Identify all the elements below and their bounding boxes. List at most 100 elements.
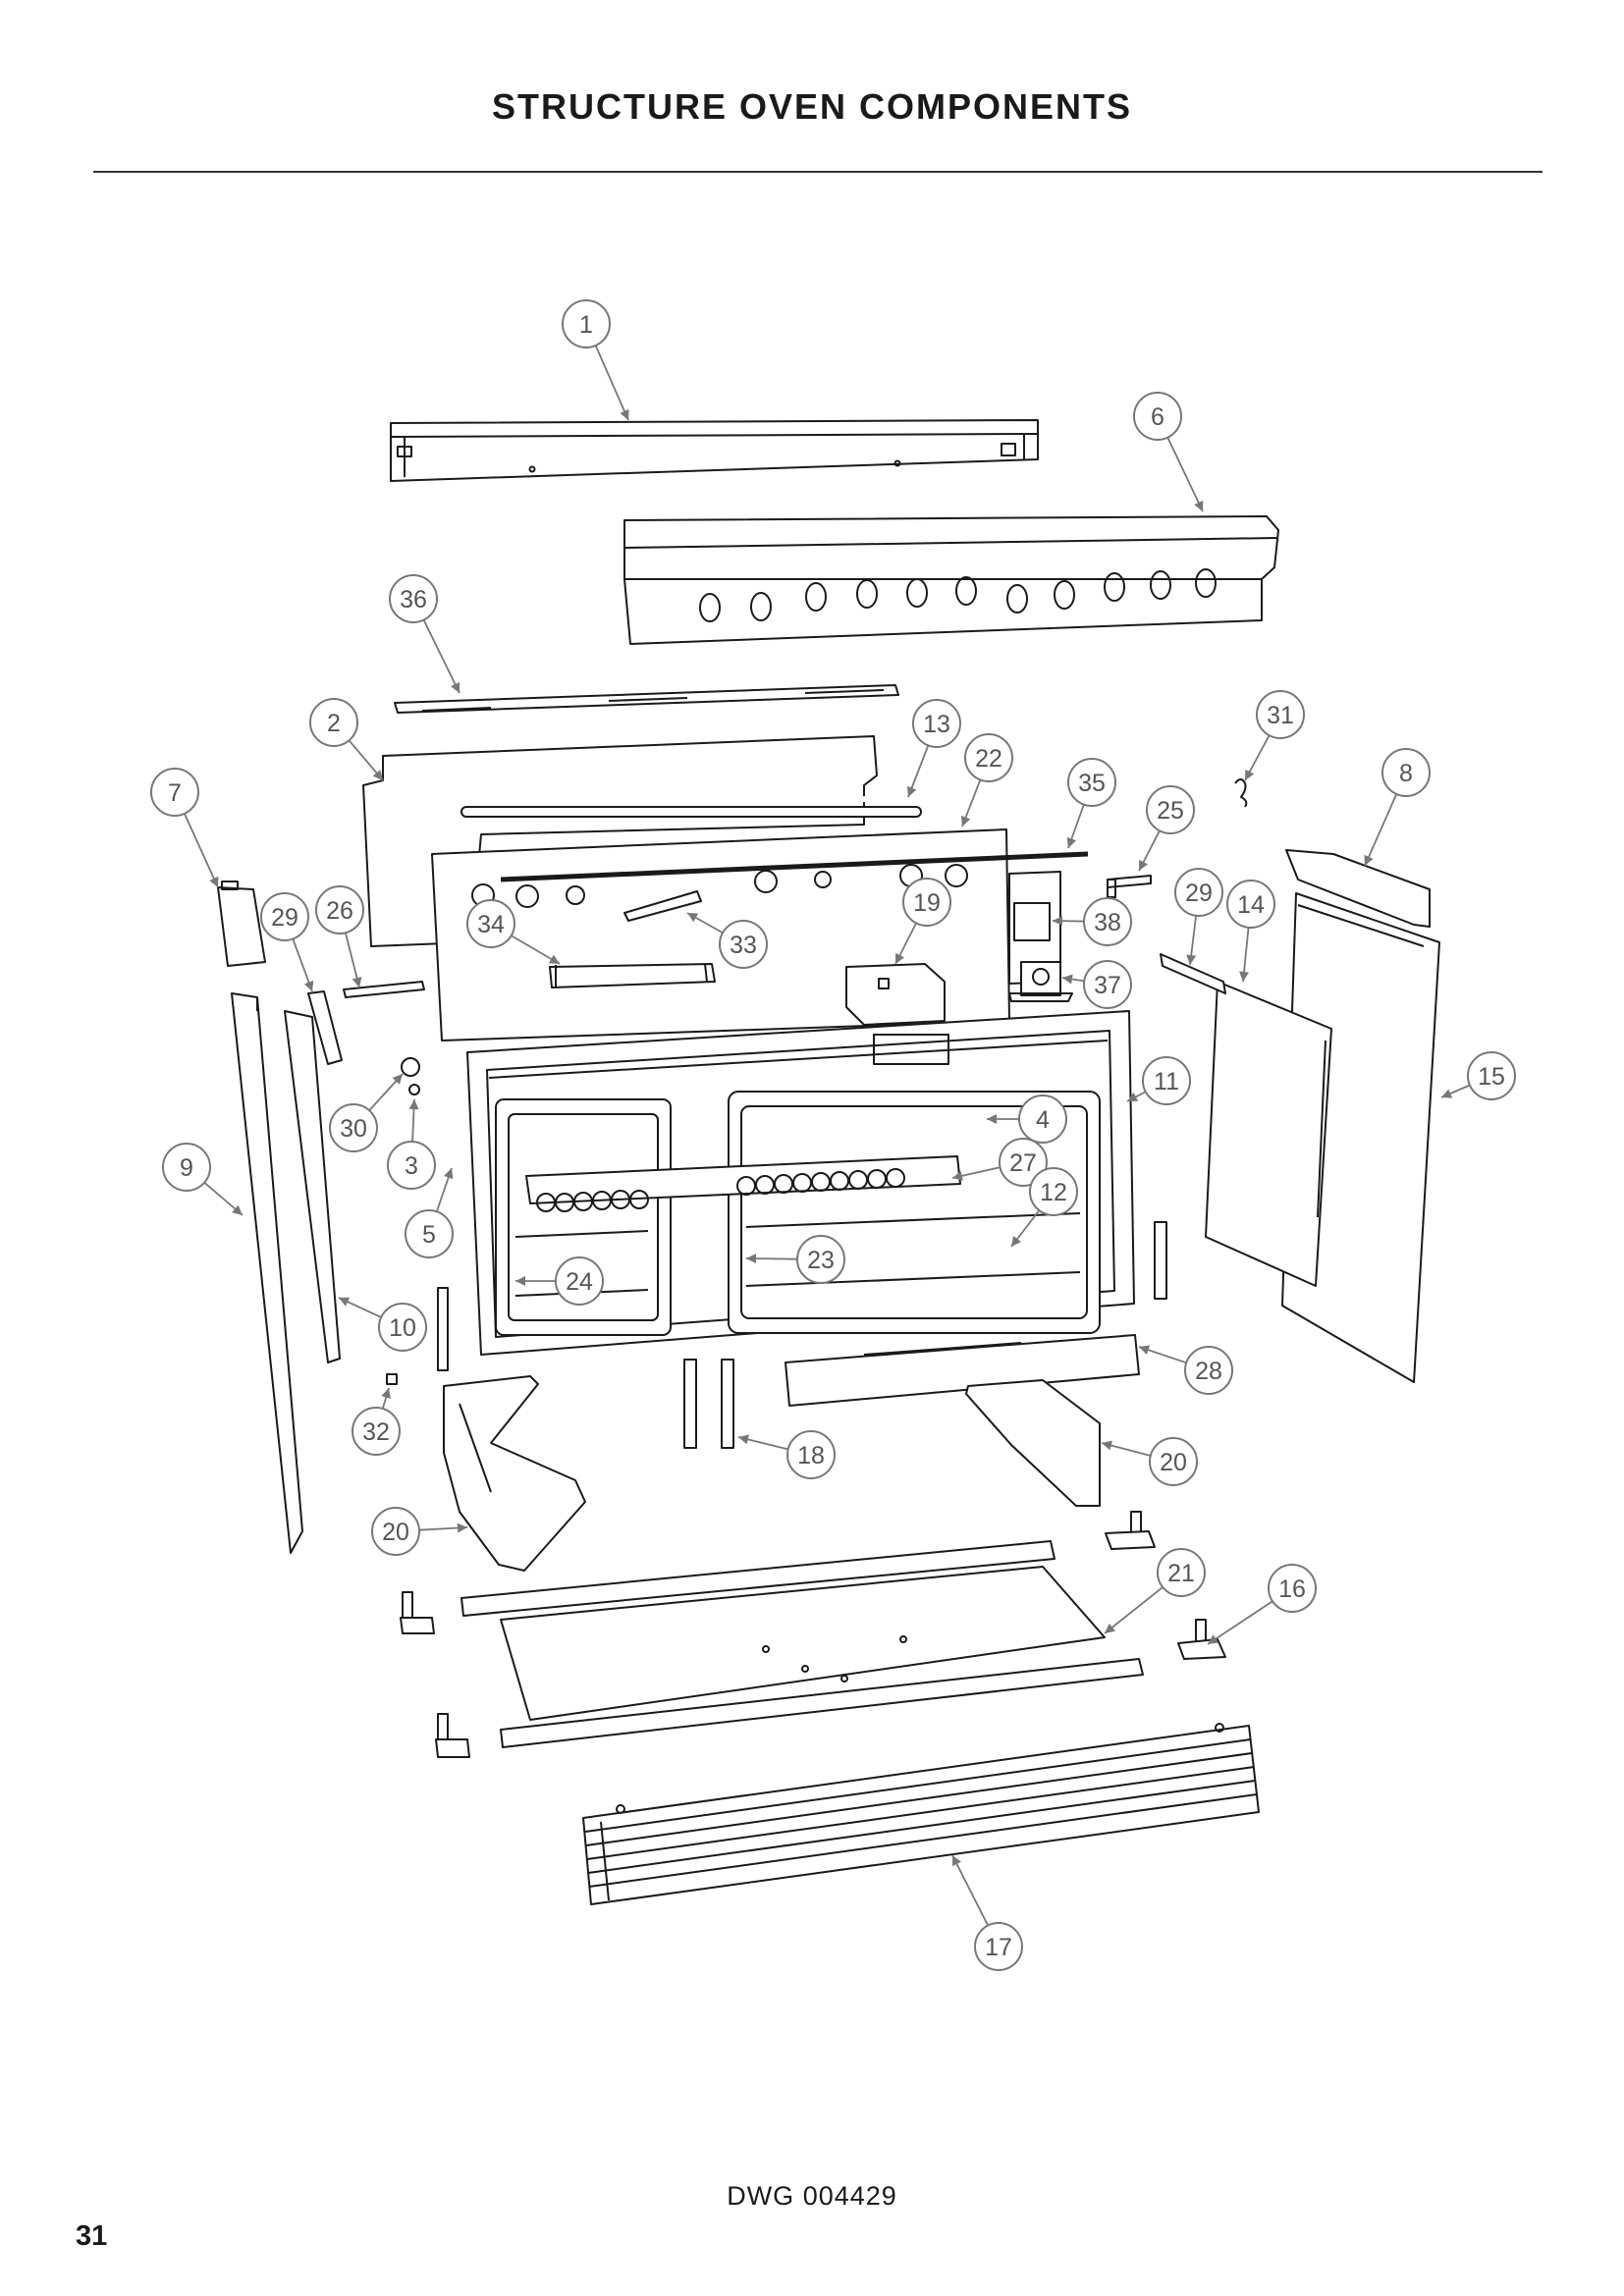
part-rear-panel (362, 735, 922, 947)
callout-label: 21 (1167, 1560, 1195, 1587)
callout-label: 11 (1154, 1068, 1179, 1095)
callout-arrowhead (232, 1204, 243, 1215)
callout-leader (422, 619, 460, 694)
part-rail-left (343, 981, 425, 998)
callout-circle (315, 885, 364, 934)
callout-label: 37 (1094, 972, 1121, 999)
callout-label: 17 (985, 1934, 1012, 1961)
callout-c9: 9 (162, 1143, 244, 1216)
callout-c24: 24 (515, 1256, 604, 1306)
part-base-plate (460, 1540, 1144, 1748)
callout-circle (1226, 880, 1275, 929)
part-kick-plate (785, 1334, 1140, 1407)
part-hinges (437, 1221, 1167, 1449)
callout-label: 3 (405, 1152, 418, 1180)
callout-label: 16 (1278, 1575, 1306, 1603)
callout-label: 22 (975, 745, 1002, 773)
callout-arrowhead (451, 681, 460, 693)
callout-c15: 15 (1440, 1051, 1516, 1100)
callout-label: 35 (1078, 770, 1106, 797)
callout-arrowhead (1245, 769, 1255, 780)
callout-arrowhead (895, 952, 904, 964)
part-leveling-feet (400, 1511, 1226, 1758)
part-left-side-panel (231, 992, 303, 1554)
callout-arrowhead (1062, 974, 1073, 985)
part-right-inner-side (1205, 981, 1332, 1287)
callout-circle (999, 1138, 1048, 1187)
callout-leader (1166, 437, 1204, 512)
callout-circle (1268, 1564, 1317, 1613)
callout-circle (309, 698, 358, 747)
callout-circle (329, 1103, 378, 1152)
callout-label: 7 (168, 779, 182, 807)
callout-c27: 27 (951, 1138, 1048, 1187)
part-bracket-right (1160, 953, 1226, 994)
callout-label: 33 (730, 932, 757, 959)
callout-c33: 33 (686, 912, 768, 969)
part-top-channel (394, 684, 899, 714)
callout-arrowhead (372, 770, 383, 780)
callout-circle (387, 1141, 436, 1190)
callout-label: 15 (1478, 1063, 1505, 1091)
page-number: 31 (76, 2220, 108, 2252)
callout-c12: 12 (1010, 1167, 1078, 1248)
callout-label: 20 (1160, 1449, 1187, 1476)
callout-label: 4 (1036, 1106, 1050, 1134)
callout-c7: 7 (150, 768, 219, 888)
callout-arrowhead (408, 1099, 419, 1110)
callout-c8: 8 (1364, 748, 1431, 867)
callout-arrowhead (209, 876, 219, 887)
callout-circle (796, 1235, 845, 1284)
part-left-inner-side (284, 1010, 341, 1363)
callout-arrowhead (1066, 836, 1077, 848)
page-title: STRUCTURE OVEN COMPONENTS (491, 86, 1133, 127)
callout-arrowhead (687, 913, 699, 923)
callout-arrowhead (1239, 971, 1249, 982)
callout-c32: 32 (352, 1387, 401, 1456)
callout-leader (184, 813, 219, 888)
callout-arrowhead (1053, 916, 1063, 927)
callout-circle (1133, 392, 1182, 441)
callout-arrowhead (1105, 1623, 1115, 1633)
callout-label: 34 (477, 911, 505, 938)
callout-label: 31 (1267, 702, 1294, 729)
callout-circle (1067, 758, 1116, 807)
callout-c6: 6 (1133, 392, 1204, 512)
callout-leader (1364, 793, 1398, 867)
callout-circle (150, 768, 199, 817)
callout-c13: 13 (906, 699, 961, 798)
callout-circle (1142, 1056, 1191, 1105)
part-top-rear-trim (390, 419, 1039, 482)
part-small-clip (386, 1373, 398, 1385)
callout-circle (260, 892, 309, 941)
callout-label: 27 (1009, 1149, 1037, 1177)
callout-arrowhead (1441, 1089, 1453, 1098)
callout-arrowhead (1127, 1092, 1139, 1101)
callout-circle (162, 1143, 211, 1192)
callout-arrowhead (738, 1434, 749, 1445)
callout-circle (1146, 785, 1195, 834)
callout-arrowhead (381, 1388, 391, 1400)
callout-circle (964, 733, 1013, 782)
part-side-cap (217, 881, 266, 967)
callout-label: 19 (913, 889, 941, 917)
part-burner-array (525, 1155, 961, 1212)
callout-arrowhead (352, 977, 362, 988)
callout-c25: 25 (1138, 785, 1195, 872)
callout-c2: 2 (309, 698, 384, 781)
callout-arrowhead (303, 980, 314, 991)
callout-label: 23 (807, 1247, 835, 1274)
callout-c31: 31 (1244, 690, 1305, 781)
part-cover-plate (1013, 902, 1051, 941)
callout-label: 2 (327, 710, 341, 737)
drawing-number: DWG 004429 (727, 2181, 897, 2211)
callout-label: 14 (1237, 891, 1265, 919)
callout-c4: 4 (987, 1095, 1067, 1144)
callout-circle (902, 878, 951, 927)
callout-circle (352, 1407, 401, 1456)
callout-arrowhead (339, 1297, 351, 1307)
callout-label: 9 (180, 1154, 193, 1182)
callout-circle (1467, 1051, 1516, 1100)
callout-c18: 18 (737, 1430, 836, 1479)
